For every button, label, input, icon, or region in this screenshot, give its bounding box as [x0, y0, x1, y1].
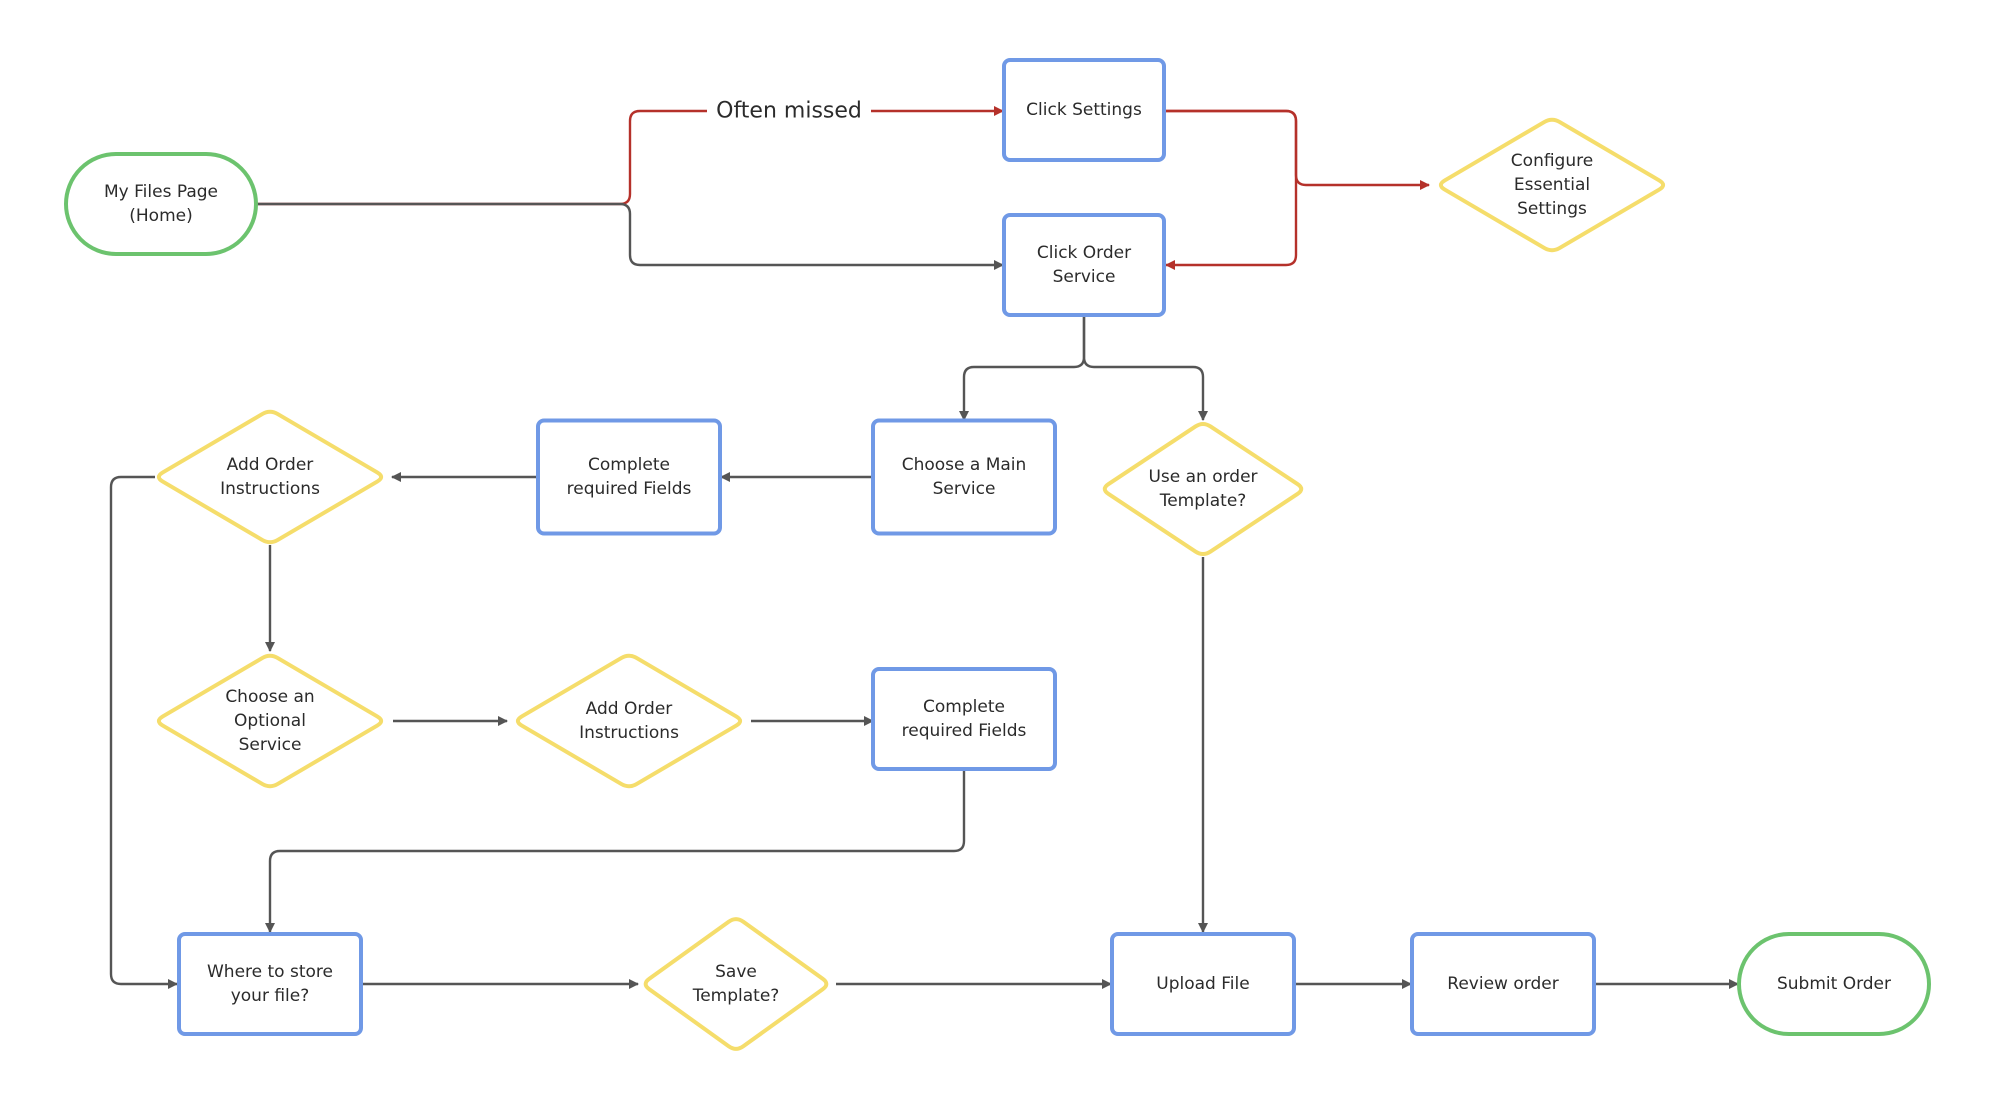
node-click-settings[interactable]: Click Settings: [1002, 58, 1166, 162]
node-label-line: your file?: [231, 986, 310, 1006]
node-my-files-page[interactable]: My Files Page (Home): [64, 152, 258, 256]
process-box: [1410, 932, 1596, 1036]
node-label-line: Review order: [1447, 974, 1558, 994]
node-label-line: Service: [933, 479, 996, 499]
connectors-layer: Often missed: [109, 95, 1739, 989]
connector-click-order-service-to-use-order-template: [1082, 315, 1208, 421]
process-box: [1002, 58, 1166, 162]
node-label-line: Where to store: [207, 962, 333, 982]
connector-line: [959, 315, 1086, 421]
connector-my-files-page-to-click-order-service: [257, 202, 1004, 270]
node-label-line: Template?: [1159, 491, 1247, 511]
node-label-line: Choose a Main: [902, 455, 1027, 475]
process-box: [1110, 932, 1296, 1036]
node-label-line: Complete: [588, 455, 670, 475]
node-label-line: (Home): [129, 206, 192, 226]
node-label-line: Essential: [1514, 175, 1590, 195]
connector-line: [109, 475, 178, 989]
node-label-line: Click Settings: [1026, 100, 1142, 120]
node-label-line: My Files Page: [104, 182, 218, 202]
decision-diamond: [156, 653, 384, 789]
connector-add-order-instructions-1-to-where-to-store-file: [109, 475, 178, 989]
node-submit-order[interactable]: Submit Order: [1737, 932, 1931, 1036]
node-label-line: required Fields: [902, 721, 1027, 741]
node-label-line: Service: [239, 735, 302, 755]
connector-label: Often missed: [716, 99, 862, 124]
connector-complete-required-fields-2-to-where-to-store-file: [265, 769, 966, 933]
node-upload-file[interactable]: Upload File: [1110, 932, 1296, 1036]
process-box: [536, 418, 722, 536]
decision-diamond: [515, 653, 743, 789]
connector-line: [257, 202, 1004, 270]
terminal-shape: [1737, 932, 1931, 1036]
node-label-line: Add Order: [586, 699, 673, 719]
node-label-line: Optional: [234, 711, 306, 731]
process-box: [871, 667, 1057, 771]
connector-my-files-page-to-click-settings: Often missed: [257, 95, 1004, 206]
connector-line: [1082, 315, 1208, 421]
decision-diamond: [1438, 117, 1666, 253]
node-label-line: Choose an: [225, 687, 314, 707]
node-label-line: Submit Order: [1777, 974, 1891, 994]
terminal-shape: [64, 152, 258, 256]
decision-diamond: [1102, 421, 1304, 557]
process-box: [177, 932, 363, 1036]
node-review-order[interactable]: Review order: [1410, 932, 1596, 1036]
node-label-line: Template?: [692, 986, 780, 1006]
node-label-line: Configure: [1511, 151, 1593, 171]
node-complete-required-fields-2[interactable]: Complete required Fields: [871, 667, 1057, 771]
node-label-line: Instructions: [579, 723, 679, 743]
connector-click-settings-to-click-order-service: [1165, 109, 1298, 270]
decision-diamond: [643, 917, 829, 1051]
node-label-line: Instructions: [220, 479, 320, 499]
node-label-line: required Fields: [567, 479, 692, 499]
connector-click-order-service-to-choose-main-service: [959, 315, 1086, 421]
node-label-line: Add Order: [227, 455, 314, 475]
process-box: [871, 418, 1057, 536]
node-label-line: Click Order: [1037, 243, 1131, 263]
node-where-to-store-file[interactable]: Where to store your file?: [177, 932, 363, 1036]
node-label-line: Save: [715, 962, 757, 982]
node-complete-required-fields-1[interactable]: Complete required Fields: [536, 418, 722, 536]
connector-line: [265, 769, 966, 933]
connector-line: [1165, 109, 1298, 270]
decision-diamond: [156, 409, 384, 545]
process-box: [1002, 213, 1166, 317]
node-label-line: Service: [1053, 267, 1116, 287]
node-label-line: Complete: [923, 697, 1005, 717]
node-label-line: Upload File: [1156, 974, 1249, 994]
connector-line: [257, 106, 1004, 206]
node-label-line: Settings: [1517, 199, 1587, 219]
connector-label-background: [707, 95, 871, 127]
node-label-line: Use an order: [1148, 467, 1257, 487]
